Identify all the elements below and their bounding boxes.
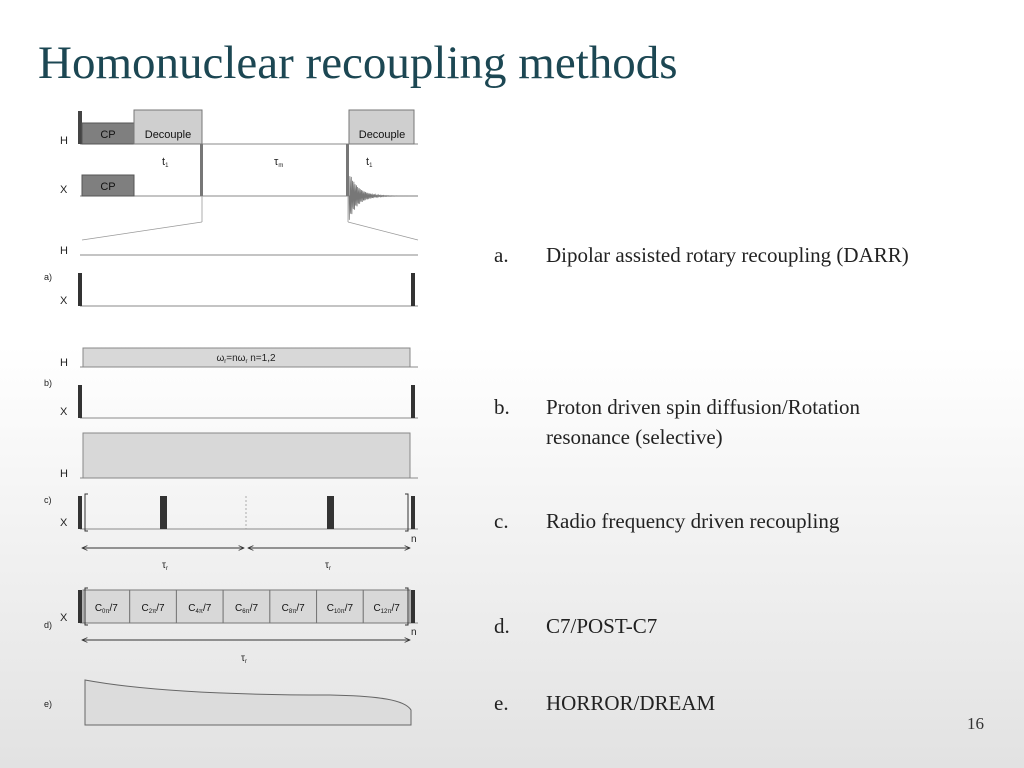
channel-label-x: X	[60, 184, 68, 196]
fid-signal	[348, 176, 419, 220]
list-text-a: Dipolar assisted rotary recoupling (DARR…	[546, 243, 909, 267]
c7-block-label: C10π/7	[327, 603, 354, 615]
panel-c-x-label: X	[60, 517, 68, 529]
list-text-b: Proton driven spin diffusion/Rotation re…	[546, 395, 861, 449]
pulse-sequence-diagram: H X CP Decouple Decouple CP t1 τm t1 H	[44, 109, 419, 726]
panel-b-pulse-2	[411, 385, 415, 418]
c7-block-label: C0π/7	[95, 603, 118, 615]
list-letter-c: c.	[494, 509, 509, 533]
panel-e: e)	[44, 679, 412, 726]
list-letter-d: d.	[494, 614, 510, 638]
time-label-t1-b: t1	[366, 156, 373, 169]
decouple-block-2	[348, 109, 415, 145]
c7-block	[316, 589, 364, 624]
list-letter-a: a.	[494, 243, 509, 267]
panel-c: H c) X n τr τr	[44, 432, 418, 572]
panel-b-irradiation	[82, 347, 411, 368]
x-90-pulse-2	[346, 144, 349, 196]
panel-c-pulse-4	[411, 496, 415, 529]
panel-d-label: d)	[44, 620, 52, 630]
h-90-pulse	[78, 111, 82, 144]
panel-a-pulse-2	[411, 273, 415, 306]
decouple-block-1	[133, 109, 203, 145]
panel-b-condition: ωr=nωr n=1,2	[216, 353, 276, 365]
panel-c-h-irradiation	[82, 432, 411, 479]
cp-label-h: CP	[100, 129, 115, 141]
panel-d-repeat: n	[411, 627, 417, 638]
c7-block-label: C12π/7	[373, 603, 400, 615]
decouple-label-2: Decouple	[359, 129, 405, 141]
c7-block	[269, 589, 318, 624]
panel-a-x-label: X	[60, 295, 68, 307]
panel-b: H b) X ωr=nωr n=1,2	[44, 347, 418, 419]
panel-c-pulse-2	[160, 496, 167, 529]
channel-label-h: H	[60, 135, 68, 147]
cp-label-x: CP	[100, 181, 115, 193]
cp-block-x	[81, 174, 135, 197]
c7-block-label: C8π/7	[282, 603, 305, 615]
c7-block	[362, 589, 411, 624]
panel-c-pulse-3	[327, 496, 334, 529]
list-letter-b: b.	[494, 395, 510, 419]
time-label-tau-m: τm	[274, 156, 283, 169]
slide-title: Homonuclear recoupling methods	[38, 37, 678, 89]
panel-c-tau-r-2: τr	[325, 560, 331, 572]
panel-b-label: b)	[44, 378, 52, 388]
list-text-c: Radio frequency driven recoupling	[546, 509, 840, 533]
c7-block-group: C0π/7 C2π/7 C4π/7 C6π/7 C8π/7 C10π/7 C12π/7	[82, 589, 411, 624]
c7-block-label: C4π/7	[188, 603, 211, 615]
panel-c-h-label: H	[60, 468, 68, 480]
panel-a-label: a)	[44, 272, 52, 282]
panel-b-pulse-1	[78, 385, 82, 418]
list-letter-e: e.	[494, 691, 509, 715]
panel-e-label: e)	[44, 699, 52, 709]
panel-d-tau-r: τr	[241, 653, 247, 665]
panel-a-pulse-1	[78, 273, 82, 306]
decouple-label-1: Decouple	[145, 129, 191, 141]
panel-d-x-label: X	[60, 612, 68, 624]
list-text-e: HORROR/DREAM	[546, 691, 716, 715]
panel-a: H a) X	[44, 245, 418, 307]
panel-c-pulse-1	[78, 496, 82, 529]
page-number: 16	[967, 714, 984, 733]
x-90-pulse-1	[200, 144, 203, 196]
c7-block	[175, 589, 224, 624]
panel-d: X d) C0π/7 C2π/7 C4π/7 C6π/7 C8π/7 C10π/7 C12π…	[44, 587, 418, 665]
c7-block-label: C6π/7	[235, 603, 258, 615]
c7-block	[222, 589, 271, 624]
panel-b-h-label: H	[60, 357, 68, 369]
c7-block	[82, 589, 131, 624]
panel-d-pulse-1	[78, 590, 82, 623]
list-text-d: C7/POST-C7	[546, 614, 658, 638]
panel-b-x-label: X	[60, 406, 68, 418]
panel-c-tau-r-1: τr	[162, 560, 168, 572]
panel-d-pulse-2	[411, 590, 415, 623]
c7-block	[129, 589, 177, 624]
panel-c-repeat: n	[411, 534, 417, 545]
panel-c-label: c)	[44, 495, 52, 505]
panel-e-shaped-pulse	[84, 679, 412, 726]
c7-block-label: C2π/7	[142, 603, 165, 615]
overview-sequence: H X CP Decouple Decouple CP t1 τm t1	[60, 109, 419, 241]
panel-a-h-label: H	[60, 245, 68, 257]
time-label-t1-a: t1	[162, 156, 169, 169]
